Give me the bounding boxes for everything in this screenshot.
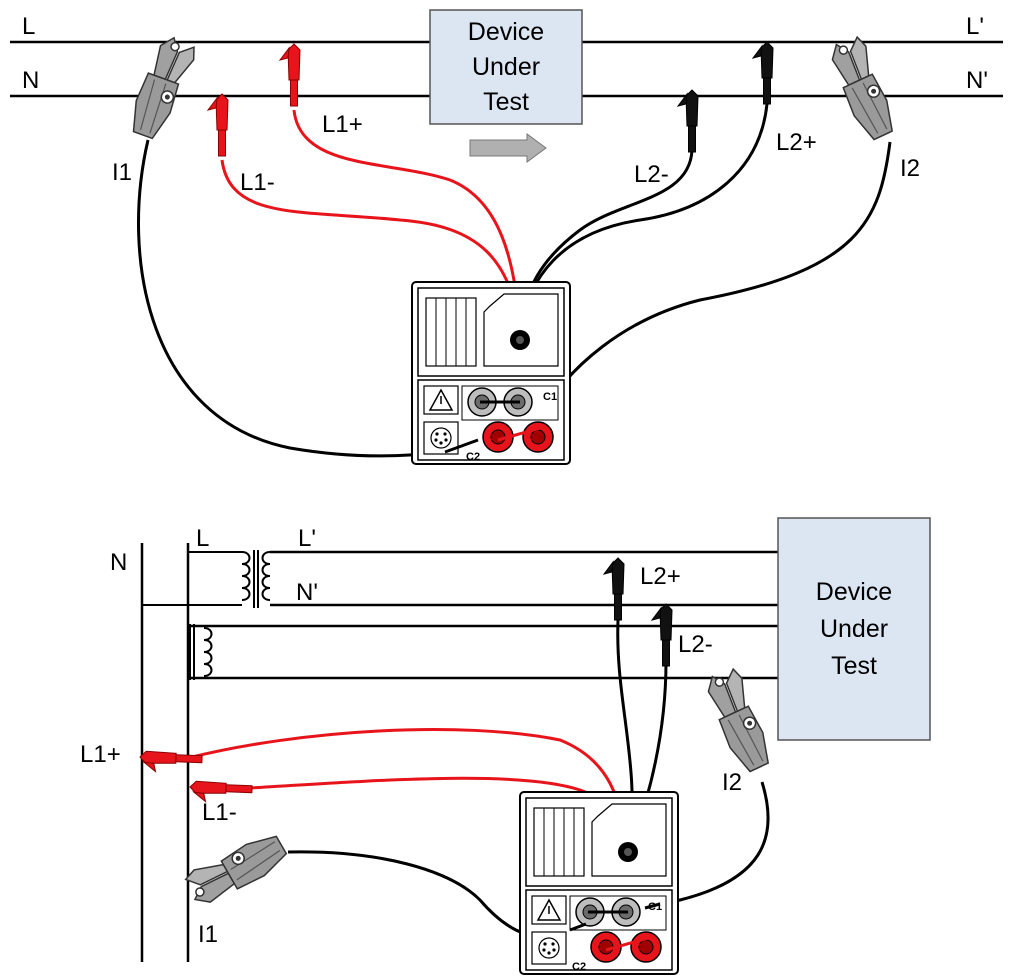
bottom-label-l: L <box>196 525 209 552</box>
top-wire-l1plus <box>292 109 522 331</box>
bottom-label-n: N <box>110 549 127 576</box>
bottom-label-l2minus: L2- <box>678 631 713 658</box>
top-label-i2: I2 <box>900 155 920 182</box>
top-device-under-test <box>429 9 583 125</box>
direction-arrow-icon <box>469 133 547 163</box>
top-clamp-i1-icon <box>125 32 200 144</box>
bottom-clamp-i1-icon <box>181 825 292 913</box>
transformer-primary-icon <box>241 551 251 601</box>
top-label-l2plus: L2+ <box>776 129 817 156</box>
top-wire-i1 <box>137 139 441 458</box>
bottom-dut-line-1: Device <box>816 578 892 606</box>
top-label-i1: I1 <box>112 159 132 186</box>
bottom-device-under-test <box>777 517 931 741</box>
bottom-clip-l2minus-icon <box>651 603 673 667</box>
bottom-label-np: N' <box>296 579 318 606</box>
bottom-label-l1minus: L1- <box>202 799 237 826</box>
top-label-c1: C1 <box>543 391 557 403</box>
bottom-label-l2plus: L2+ <box>640 563 681 590</box>
bottom-label-i2: I2 <box>722 769 742 796</box>
top-label-l1plus: L1+ <box>322 111 363 138</box>
top-dut-line-1: Device <box>468 18 544 46</box>
bottom-instrument <box>519 791 679 975</box>
bottom-label-i1: I1 <box>198 921 218 948</box>
top-clamp-i2-icon <box>822 32 904 144</box>
top-label-n: N <box>22 67 39 94</box>
top-wire-i2 <box>546 141 892 405</box>
top-wire-l1minus <box>220 159 522 331</box>
top-label-lp: L' <box>966 13 984 40</box>
top-clip-l1minus-icon <box>207 93 229 157</box>
top-clip-l2minus-icon <box>677 89 699 153</box>
bottom-dut-line-3: Test <box>831 652 877 680</box>
top-clip-l2plus-icon <box>752 41 774 105</box>
transformer-secondary-icon <box>261 551 271 601</box>
bottom-diagram: N L L' N' Device Under Test L1+ L1- L2+ … <box>80 517 931 975</box>
bottom-label-c1: C1 <box>648 901 662 913</box>
top-dut-line-3: Test <box>483 88 529 116</box>
top-label-l1minus: L1- <box>240 169 275 196</box>
bottom-label-c2: C2 <box>572 961 586 973</box>
top-label-l2minus: L2- <box>634 161 669 188</box>
top-label-l: L <box>22 13 35 40</box>
bottom-label-lp: L' <box>298 525 316 552</box>
top-dut-line-2: Under <box>472 53 540 81</box>
bottom-clamp-i2-icon <box>698 664 780 776</box>
bottom-dut-line-2: Under <box>820 615 888 643</box>
bottom-clip-l1plus-icon <box>139 750 203 774</box>
top-instrument <box>411 281 571 465</box>
top-label-np: N' <box>966 67 988 94</box>
bottom-clip-l2plus-icon <box>603 557 625 621</box>
bottom-label-l1plus: L1+ <box>80 741 121 768</box>
top-label-c2: C2 <box>466 451 480 463</box>
top-diagram: L N L' N' Device Under Test L1+ L1- L2- … <box>10 9 1003 465</box>
transformer-2-icon <box>203 627 213 677</box>
